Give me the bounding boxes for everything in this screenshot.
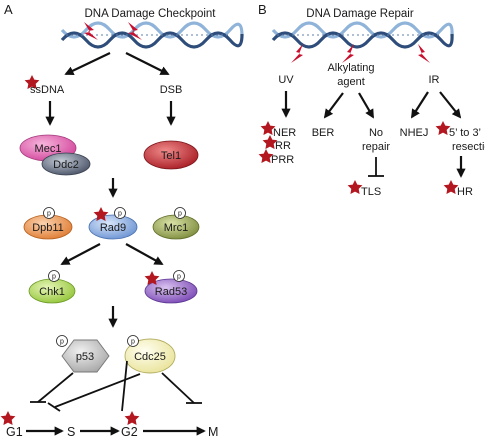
star-icon bbox=[144, 271, 160, 286]
ner-label: NER bbox=[273, 127, 296, 139]
panel-b-title: DNA Damage Repair bbox=[306, 8, 414, 20]
tel1-protein: Tel1 bbox=[143, 140, 199, 170]
cdc25-label: Cdc25 bbox=[134, 351, 166, 363]
inhibition-no-repair-to-tls bbox=[368, 157, 384, 177]
star-icon bbox=[258, 149, 274, 164]
star-icon bbox=[260, 121, 276, 135]
nhej-label: NHEJ bbox=[400, 127, 429, 139]
mrc1-protein: Mrc1 p bbox=[152, 207, 200, 240]
alkylating-label-1: Alkylating bbox=[327, 62, 374, 74]
panel-a-title: DNA Damage Checkpoint bbox=[84, 8, 216, 20]
mec1-label: Mec1 bbox=[35, 143, 62, 155]
dna-helix-a bbox=[60, 21, 244, 49]
lightning-bolt-icon bbox=[291, 44, 430, 63]
tel1-label: Tel1 bbox=[161, 150, 181, 162]
resection-label-2: resection bbox=[452, 141, 485, 153]
tls-label: TLS bbox=[361, 186, 381, 198]
dpb11-protein: Dpb11 p bbox=[23, 207, 73, 240]
star-icon bbox=[124, 411, 140, 426]
arrow-rad9-to-chk1 bbox=[60, 243, 101, 265]
chk1-protein: Chk1 p bbox=[28, 270, 76, 304]
star-icon bbox=[24, 75, 40, 89]
phospho-label: p bbox=[118, 211, 122, 218]
inhibition-lines bbox=[30, 360, 202, 412]
no-repair-label-2: repair bbox=[362, 141, 390, 153]
m-label: M bbox=[208, 425, 218, 439]
dna-helix-b bbox=[271, 21, 454, 49]
resection-label-1: 5’ to 3’ bbox=[449, 127, 481, 139]
chk1-label: Chk1 bbox=[39, 286, 65, 298]
ir-label: IR bbox=[429, 74, 440, 86]
phospho-label: p bbox=[178, 211, 182, 218]
lightning-bolt-icon bbox=[84, 22, 142, 40]
hr-label: HR bbox=[457, 186, 473, 198]
phospho-label: p bbox=[60, 339, 64, 346]
uv-label: UV bbox=[278, 74, 294, 86]
ddc2-label: Ddc2 bbox=[53, 159, 79, 171]
alkylating-label-2: agent bbox=[337, 76, 365, 88]
dpb11-label: Dpb11 bbox=[32, 222, 64, 234]
star-icon bbox=[435, 121, 451, 135]
ber-label: BER bbox=[312, 127, 335, 139]
dsb-label: DSB bbox=[160, 84, 183, 96]
cell-cycle: G1 S G2 M bbox=[0, 411, 218, 439]
p53-label: p53 bbox=[76, 351, 94, 363]
arrow-dna-to-dsb bbox=[125, 52, 170, 75]
arrow-alkyl-to-norepair bbox=[358, 92, 374, 119]
phospho-label: p bbox=[47, 211, 51, 218]
arrow-alkyl-to-ber bbox=[323, 92, 344, 119]
uv-repair-list: NER RR PRR bbox=[258, 121, 296, 166]
rad53-protein: Rad53 p bbox=[144, 270, 198, 304]
g2-label: G2 bbox=[121, 425, 138, 439]
s-label: S bbox=[67, 425, 75, 439]
rr-label: RR bbox=[275, 140, 291, 152]
star-icon bbox=[0, 411, 16, 426]
ddc2-protein: Ddc2 bbox=[41, 152, 91, 176]
g1-label: G1 bbox=[6, 425, 23, 439]
rad53-label: Rad53 bbox=[155, 286, 187, 298]
panel-a-letter: A bbox=[4, 2, 13, 17]
rad9-label: Rad9 bbox=[100, 222, 126, 234]
arrow-dna-to-ssdna bbox=[64, 52, 111, 75]
no-repair-label-1: No bbox=[369, 127, 383, 139]
prr-label: PRR bbox=[271, 154, 294, 166]
panel-b-letter: B bbox=[258, 2, 267, 17]
star-icon bbox=[347, 180, 363, 195]
arrow-rad9-to-rad53 bbox=[125, 243, 164, 265]
star-icon bbox=[443, 180, 459, 195]
phospho-label: p bbox=[131, 339, 135, 346]
rad9-protein: Rad9 p bbox=[88, 207, 138, 240]
star-icon bbox=[93, 207, 109, 222]
ssdna-label: ssDNA bbox=[30, 84, 65, 96]
arrow-ir-to-nhej bbox=[411, 91, 429, 119]
phospho-label: p bbox=[52, 274, 56, 281]
mrc1-label: Mrc1 bbox=[164, 222, 188, 234]
phospho-label: p bbox=[177, 274, 181, 281]
arrow-ir-to-resection bbox=[439, 91, 462, 119]
star-icon bbox=[262, 135, 278, 150]
p53-protein: p53 p bbox=[56, 335, 110, 373]
cdc25-protein: Cdc25 p bbox=[124, 335, 176, 374]
